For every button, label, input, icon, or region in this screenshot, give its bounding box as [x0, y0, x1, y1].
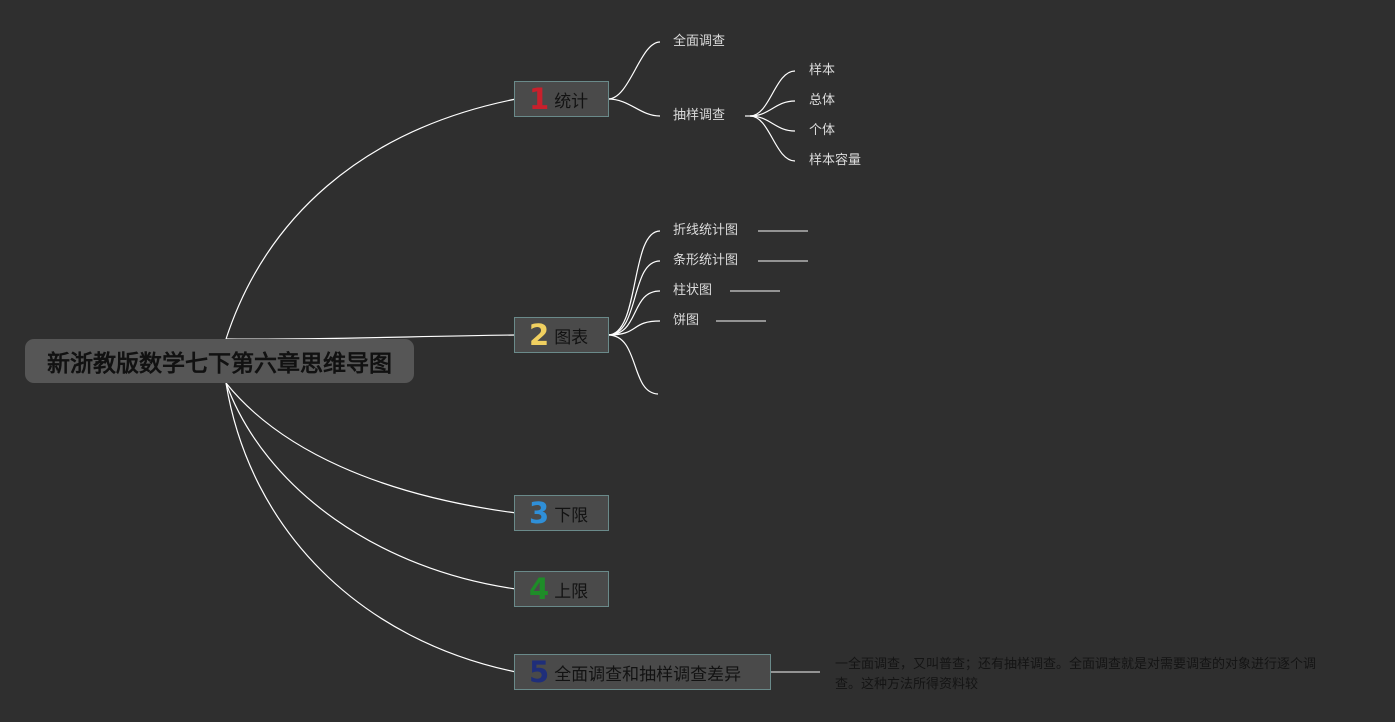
topic-population[interactable]: 总体: [809, 93, 836, 108]
root-title: 新浙教版数学七下第六章思维导图: [47, 351, 392, 377]
branch-number-5: 5: [529, 654, 550, 689]
link-stats-sample-survey: [607, 98, 661, 117]
link-chart-3: [607, 290, 661, 336]
link-root-to-branch-3: [225, 382, 517, 514]
link-sample-child-4: [749, 115, 796, 162]
topic-sample[interactable]: 样本: [809, 63, 836, 78]
root-topic[interactable]: 新浙教版数学七下第六章思维导图: [25, 339, 414, 383]
branch-number-4: 4: [529, 571, 550, 606]
link-sample-child-2: [749, 100, 796, 117]
branch-number-3: 3: [529, 495, 550, 530]
topic-sample-survey[interactable]: 抽样调查: [673, 108, 726, 123]
topic-bar-chart[interactable]: 条形统计图: [673, 253, 739, 268]
topic-line-chart[interactable]: 折线统计图: [673, 223, 739, 238]
topic-pie-chart[interactable]: 饼图: [673, 313, 700, 328]
link-root-to-branch-5: [225, 382, 517, 673]
branch-label-statistics: 统计: [554, 91, 589, 112]
link-sample-child-1: [749, 70, 796, 117]
branch-number-1: 1: [529, 81, 550, 116]
link-chart-empty: [607, 334, 659, 395]
branch-label-lower-limit: 下限: [554, 505, 589, 526]
branch-upper-limit[interactable]: 4 上限: [514, 571, 609, 607]
topic-sample-size[interactable]: 样本容量: [809, 153, 862, 168]
link-chart-4: [607, 320, 661, 336]
branch-label-survey-difference: 全面调查和抽样调查差异: [554, 664, 742, 685]
link-stats-full-survey: [607, 41, 661, 100]
link-root-to-branch-4: [225, 382, 517, 590]
survey-difference-note[interactable]: 一全面调查，又叫普查；还有抽样调查。全面调查就是对需要调查的对象进行逐个调查。这…: [835, 657, 1317, 692]
branch-label-upper-limit: 上限: [554, 581, 589, 602]
branch-statistics[interactable]: 1 统计: [514, 81, 609, 117]
link-chart-1: [607, 230, 661, 336]
branch-number-2: 2: [529, 317, 550, 352]
link-chart-2: [607, 260, 661, 336]
branch-survey-difference[interactable]: 5 全面调查和抽样调查差异: [514, 654, 771, 690]
branch-label-charts: 图表: [554, 327, 589, 348]
branch-charts[interactable]: 2 图表: [514, 317, 609, 353]
branch-lower-limit[interactable]: 3 下限: [514, 495, 609, 531]
link-root-to-branch-1: [225, 98, 517, 340]
topic-individual[interactable]: 个体: [809, 123, 836, 138]
topic-full-survey[interactable]: 全面调查: [673, 34, 726, 49]
topic-column-chart[interactable]: 柱状图: [673, 283, 713, 298]
